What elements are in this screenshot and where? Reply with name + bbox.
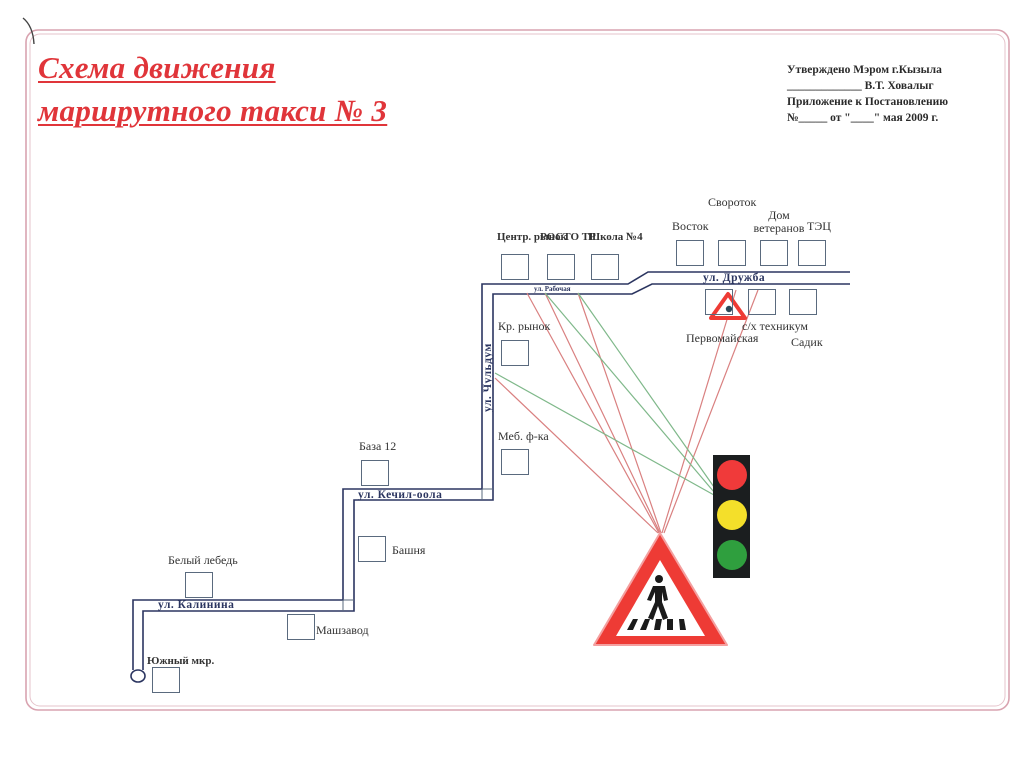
red-line xyxy=(526,292,660,534)
stop-label-mashzavod: Машзавод xyxy=(316,623,369,637)
diagram-title-line2: маршрутного такси № 3 xyxy=(38,93,388,128)
stop-label-pervomayskaya: Первомайская xyxy=(686,331,759,345)
stop-box-rostotr[interactable] xyxy=(547,254,575,280)
street-label-kalinina: ул. Калинина xyxy=(158,599,235,611)
pedestrian-icon xyxy=(647,575,668,620)
stop-label-shkola4: Школа №4 xyxy=(588,231,643,243)
green-line xyxy=(494,372,715,496)
approval-block: Утверждено Мэром г.Кызыла _____________ … xyxy=(787,62,948,126)
stop-box-centr-rynok[interactable] xyxy=(501,254,529,280)
corner-mark xyxy=(22,17,35,45)
stop-label-meb-fka: Меб. ф-ка xyxy=(498,429,549,443)
red-line xyxy=(494,377,659,534)
stop-label-baza12: База 12 xyxy=(359,439,397,453)
stop-box-sh-tehnikum[interactable] xyxy=(748,289,776,315)
stop-label-rostotr: РОСТО ТР xyxy=(540,231,596,243)
stop-box-tec[interactable] xyxy=(798,240,826,266)
stop-box-meb-fka[interactable] xyxy=(501,449,529,475)
red-line xyxy=(661,289,737,534)
warning-triangle-sign xyxy=(709,292,747,320)
page-frame-inner xyxy=(29,33,1006,707)
street-label-rabochaya: ул. Рабочая xyxy=(534,285,571,293)
stop-label-belyy-lebed: Белый лебедь xyxy=(168,553,238,567)
green-sightlines xyxy=(494,292,715,496)
zebra-stripes-icon xyxy=(627,619,686,630)
stop-box-bashnya[interactable] xyxy=(358,536,386,562)
stop-label-svorotok: Свороток xyxy=(708,195,757,209)
approval-line-2: _____________ В.Т. Ховалыг xyxy=(787,80,934,92)
stop-box-shkola4[interactable] xyxy=(591,254,619,280)
pedestrian-crossing-sign xyxy=(593,532,728,646)
stop-box-svorotok[interactable] xyxy=(718,240,746,266)
stop-box-kr-rynok[interactable] xyxy=(501,340,529,366)
road-intersections xyxy=(342,488,493,611)
red-line xyxy=(544,292,661,534)
light-yellow xyxy=(717,500,747,530)
approval-line-1: Утверждено Мэром г.Кызыла xyxy=(787,64,942,76)
light-green xyxy=(717,540,747,570)
stop-label-tec: ТЭЦ xyxy=(807,219,831,233)
approval-line-3: Приложение к Постановлению xyxy=(787,96,948,108)
stop-label-yuzhnyy-mkr: Южный мкр. xyxy=(147,655,215,667)
green-line xyxy=(577,292,715,488)
route-terminus xyxy=(130,669,146,683)
red-line xyxy=(577,292,662,534)
street-label-chuldum: ул. Чульдум xyxy=(482,343,494,412)
stop-box-baza12[interactable] xyxy=(361,460,389,486)
light-red xyxy=(717,460,747,490)
stop-box-pervomayskaya[interactable] xyxy=(705,289,733,315)
red-line xyxy=(663,289,759,534)
stop-label-sh-tehnikum: с/х техникум xyxy=(742,319,809,333)
traffic-light xyxy=(713,455,750,578)
stop-label-bashnya: Башня xyxy=(392,543,426,557)
stop-box-belyy-lebed[interactable] xyxy=(185,572,213,598)
stop-label-vostok: Восток xyxy=(672,219,709,233)
stop-box-vostok[interactable] xyxy=(676,240,704,266)
street-label-druzhba: ул. Дружба xyxy=(703,272,766,284)
street-label-kechil-oola: ул. Кечил-оола xyxy=(358,489,443,501)
green-line xyxy=(544,292,715,493)
stop-label-centr-rynok: Центр. рынок xyxy=(497,231,567,243)
diagram-title-line1: Схема движения xyxy=(38,50,276,85)
stop-label-kr-rynok: Кр. рынок xyxy=(498,319,551,333)
approval-line-4: №_____ от "____" мая 2009 г. xyxy=(787,112,939,124)
red-sightlines xyxy=(494,289,759,534)
stop-box-dom-veteranov[interactable] xyxy=(760,240,788,266)
stop-box-sadik[interactable] xyxy=(789,289,817,315)
stop-box-yuzhnyy-mkr[interactable] xyxy=(152,667,180,693)
stop-box-mashzavod[interactable] xyxy=(287,614,315,640)
page-frame-outer xyxy=(25,29,1010,711)
stop-label-dom-veteranov: Дом ветеранов xyxy=(753,208,805,235)
stop-label-sadik: Садик xyxy=(791,335,823,349)
